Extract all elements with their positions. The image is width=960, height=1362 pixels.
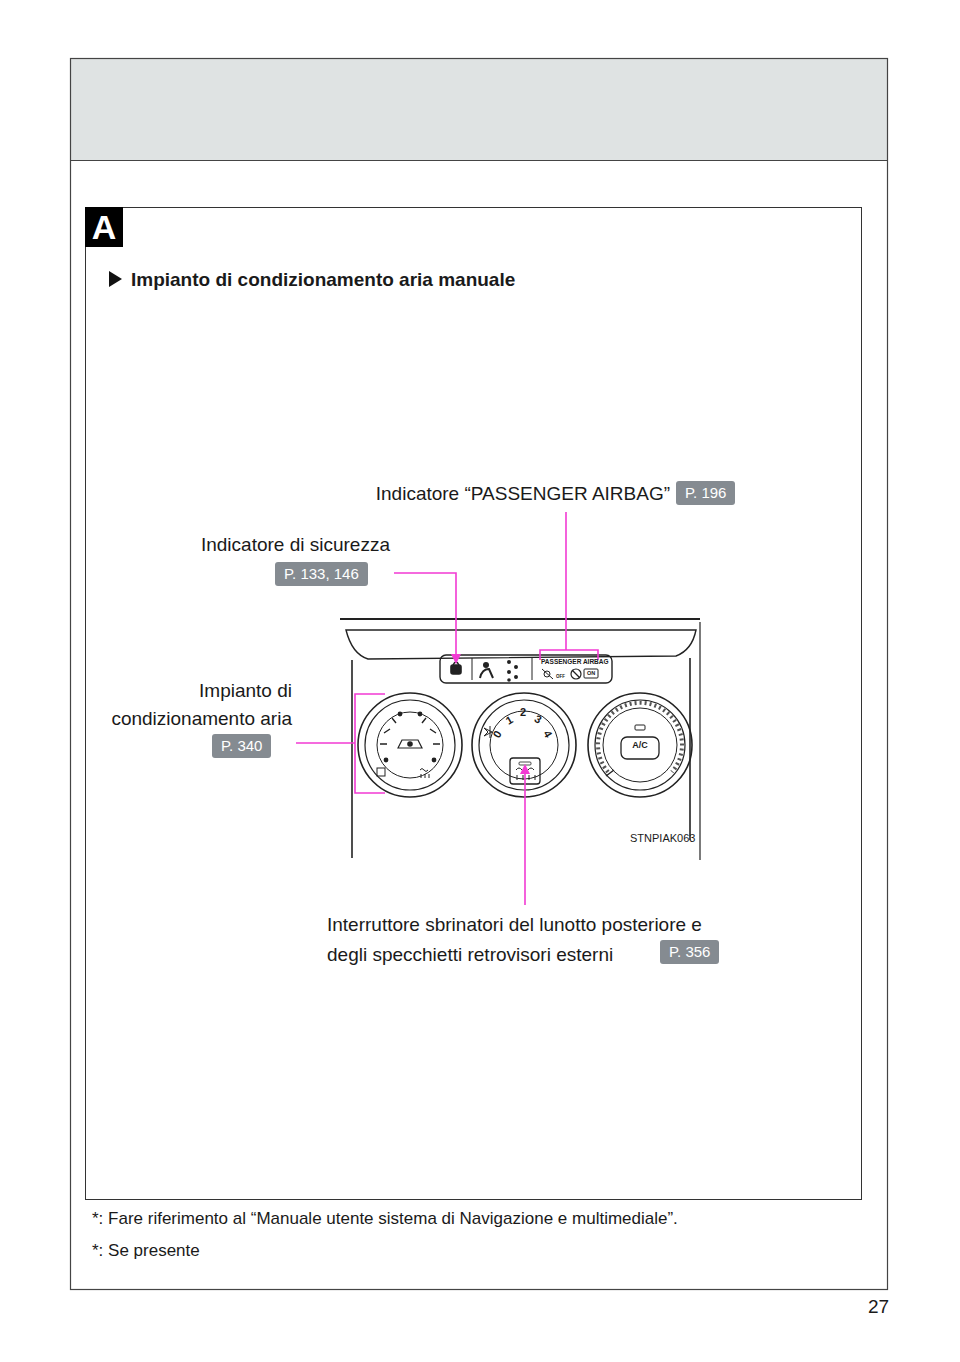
section-title: Impianto di condizionamento aria manuale (131, 267, 515, 293)
section-tab-text: A (92, 208, 117, 246)
page-ref-badge: P. 133, 146 (275, 562, 368, 586)
callout-label: Indicatore “PASSENGER AIRBAG” (300, 481, 670, 507)
fan-speed-number: 3 (532, 712, 543, 726)
page-ref-badge-text: P. 133, 146 (284, 565, 359, 582)
climate-panel (340, 619, 700, 860)
footnote: *: Se presente (92, 1240, 200, 1263)
indicator-text: OFF (556, 675, 565, 680)
fan-speed-number: 2 (520, 706, 526, 718)
header-band (70, 58, 888, 160)
fan-speed-number: 4 (541, 728, 555, 739)
callout-label: Impianto di condizionamento aria (110, 677, 292, 761)
page-ref-badge: P. 196 (676, 481, 735, 505)
button-text: A/C (621, 741, 659, 751)
footnote: *: Fare riferimento al “Manuale utente s… (92, 1208, 678, 1231)
page-ref-badge-text: P. 196 (685, 484, 726, 501)
page-ref-badge: P. 340 (212, 734, 271, 758)
header-rule (70, 160, 888, 161)
page-number: 27 (868, 1294, 889, 1320)
callout-label: Interruttore sbrinatori del lunotto post… (327, 910, 725, 970)
section-tab: A (85, 207, 123, 247)
page-ref-badge-text: P. 340 (221, 737, 262, 754)
fan-speed-number: 1 (503, 713, 514, 727)
title-bullet (109, 271, 122, 287)
indicator-text: ON (584, 670, 598, 676)
callout-label: Indicatore di sicurezza (160, 532, 390, 558)
indicator-text: PASSENGER AIRBAG (541, 658, 609, 665)
page-ref-badge-text: P. 356 (669, 943, 710, 960)
section-frame (86, 208, 862, 1200)
page-ref-badge: P. 356 (660, 940, 719, 964)
figure-code: STNPIAK063 (630, 832, 695, 844)
page-frame (71, 59, 888, 1290)
fan-speed-number: 0 (490, 728, 504, 739)
